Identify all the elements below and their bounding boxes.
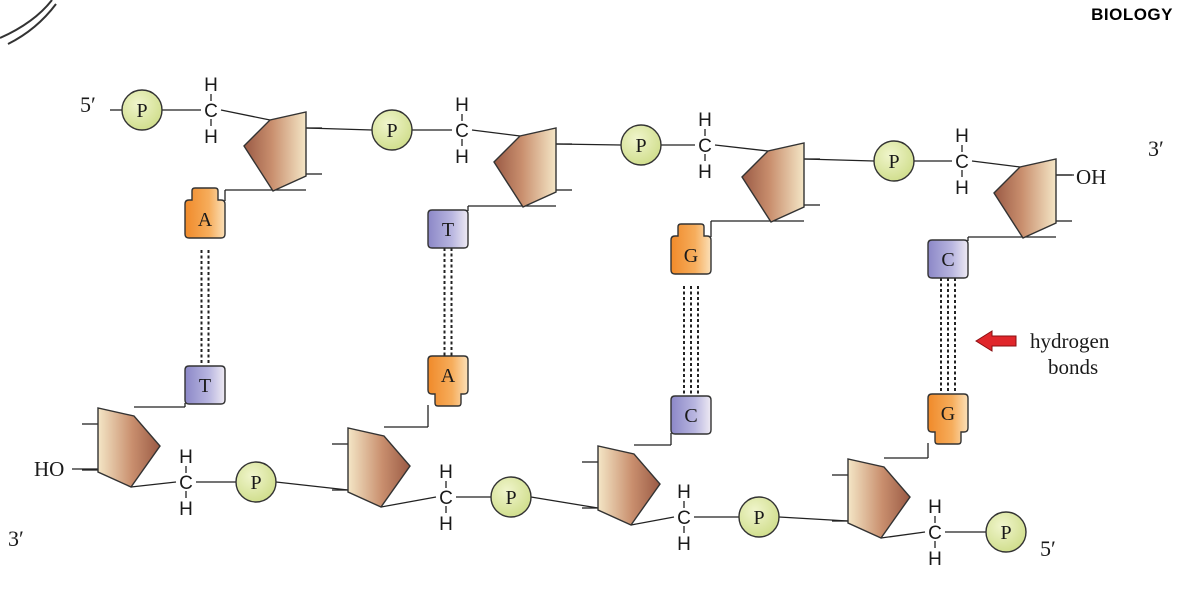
top-unit-3-phosphate-circle bbox=[620, 124, 662, 166]
bottom-unit-3-ch2-hydrogen-bottom: H bbox=[677, 534, 691, 555]
top-unit-3-c-sugar-bond bbox=[714, 144, 769, 152]
top-unit-1-c-sugar-bond bbox=[220, 109, 271, 121]
top-unit-2-sugar bbox=[493, 127, 557, 208]
top-unit-3-phosphate-label: P bbox=[635, 135, 646, 157]
ho-group-label: HO bbox=[34, 457, 64, 481]
base-pair-1-bottom-base-shape bbox=[184, 365, 226, 405]
base-pair-3-bottom-base-shape bbox=[670, 395, 712, 435]
bottom-unit-2-ch2-hydrogen-bottom: H bbox=[439, 514, 453, 535]
top-unit-1-phosphate-label: P bbox=[136, 100, 147, 122]
bottom-unit-2-ch2-carbon: C bbox=[439, 488, 453, 509]
top-unit-2-phosphate-circle bbox=[371, 109, 413, 151]
bottom-unit-1-ch2-hydrogen-bottom: H bbox=[179, 499, 193, 520]
top-unit-4-phosphate-label: P bbox=[888, 151, 899, 173]
backbones bbox=[72, 94, 1074, 548]
bottom-unit-1-ch2-hydrogen-top: H bbox=[179, 447, 193, 468]
top-unit-3-ch2-hydrogen-top: H bbox=[698, 110, 712, 131]
bottom-unit-2-sugar-c-bond bbox=[380, 496, 437, 508]
hydrogen-bonds-label-line2: bonds bbox=[1048, 355, 1098, 379]
bottom-unit-1-to-next-sugar bbox=[275, 481, 349, 491]
top-unit-4-ch2-carbon: C bbox=[955, 152, 969, 173]
top-unit-2-to-next-p bbox=[555, 143, 622, 146]
top-3-prime-label: 3′ bbox=[1148, 136, 1164, 161]
bottom-unit-4-ch2-hydrogen-top: H bbox=[928, 497, 942, 518]
top-unit-3-ch2-carbon: C bbox=[698, 136, 712, 157]
subject-header: BIOLOGY bbox=[1091, 5, 1173, 24]
top-unit-2-ch2-hydrogen-bottom: H bbox=[455, 147, 469, 168]
base-pair-3-top-base-letter: G bbox=[684, 245, 698, 267]
bottom-unit-2-sugar bbox=[347, 427, 411, 508]
corner-swirl-decoration bbox=[0, 0, 57, 45]
base-pair-2-top-base-letter: T bbox=[442, 219, 454, 241]
hydrogen-bonds-group bbox=[200, 248, 956, 396]
bottom-unit-1-ch2-carbon: C bbox=[179, 473, 193, 494]
top-unit-1-ch2-hydrogen-bottom: H bbox=[204, 127, 218, 148]
top-5-prime-label: 5′ bbox=[80, 92, 96, 117]
top-unit-3-ch2-hydrogen-bottom: H bbox=[698, 162, 712, 183]
bottom-unit-4-ch2-hydrogen-bottom: H bbox=[928, 549, 942, 570]
bottom-unit-3-sugar bbox=[597, 445, 661, 526]
bottom-unit-3-sugar-c-bond bbox=[630, 516, 675, 526]
top-unit-1-to-next-p bbox=[305, 127, 373, 131]
phosphates-group: P P P P P P P P bbox=[121, 89, 1027, 553]
top-unit-4-ch2-hydrogen-top: H bbox=[955, 126, 969, 147]
base-pair-1-top-base-shape bbox=[184, 187, 226, 239]
base-pair-4-top-base-letter: C bbox=[941, 249, 954, 271]
bottom-unit-3-ch2-carbon: C bbox=[677, 508, 691, 529]
base-pair-3-bottom-base-letter: C bbox=[684, 405, 697, 427]
bottom-unit-3-phosphate-label: P bbox=[753, 507, 764, 529]
base-pair-2-top-base-shape bbox=[427, 209, 469, 249]
bottom-unit-4-phosphate-label: P bbox=[1000, 522, 1011, 544]
bottom-unit-1-sugar bbox=[97, 407, 161, 488]
bottom-unit-1-phosphate-label: P bbox=[250, 472, 261, 494]
base-pair-4-bottom-base-letter: G bbox=[941, 403, 955, 425]
top-unit-3-sugar bbox=[741, 142, 805, 223]
top-unit-1-ch2-carbon: C bbox=[204, 101, 218, 122]
base-pair-2-bottom-base-shape bbox=[427, 355, 469, 407]
top-unit-4-c-sugar-bond bbox=[971, 160, 1021, 168]
bottom-unit-3-to-next-sugar bbox=[778, 516, 849, 522]
top-unit-2-phosphate-label: P bbox=[386, 120, 397, 142]
bottom-unit-1-phosphate-circle bbox=[235, 461, 277, 503]
bottom-unit-1-sugar-c-bond bbox=[130, 481, 177, 488]
bottom-unit-2-phosphate-label: P bbox=[505, 487, 516, 509]
top-unit-1-ch2-hydrogen-top: H bbox=[204, 75, 218, 96]
bottom-3-prime-label: 3′ bbox=[8, 526, 24, 551]
bottom-unit-4-sugar-c-bond bbox=[880, 531, 926, 539]
bottom-5-prime-label: 5′ bbox=[1040, 536, 1056, 561]
oh-group-label: OH bbox=[1076, 165, 1106, 189]
bottom-unit-2-to-next-sugar bbox=[530, 496, 599, 509]
bottom-unit-2-ch2-hydrogen-top: H bbox=[439, 462, 453, 483]
top-unit-2-ch2-carbon: C bbox=[455, 121, 469, 142]
base-pair-4-top-base-shape bbox=[927, 239, 969, 279]
base-pair-1-bottom-base-letter: T bbox=[199, 375, 211, 397]
top-unit-4-phosphate-circle bbox=[873, 140, 915, 182]
bottom-unit-4-ch2-carbon: C bbox=[928, 523, 942, 544]
hydrogen-bonds-arrow-icon bbox=[975, 330, 1017, 352]
top-unit-1-phosphate-circle bbox=[121, 89, 163, 131]
bottom-unit-3-phosphate-circle bbox=[738, 496, 780, 538]
base-pair-4-bottom-base-shape bbox=[927, 393, 969, 445]
top-unit-1-sugar bbox=[243, 111, 307, 192]
bottom-unit-4-sugar bbox=[847, 458, 911, 539]
top-unit-2-ch2-hydrogen-top: H bbox=[455, 95, 469, 116]
top-unit-2-c-sugar-bond bbox=[471, 129, 521, 137]
hydrogen-bonds-label-line1: hydrogen bbox=[1030, 329, 1110, 353]
sugars-group bbox=[97, 111, 1057, 539]
top-unit-4-sugar bbox=[993, 158, 1057, 239]
base-pair-2-bottom-base-letter: A bbox=[441, 365, 456, 387]
bases-group: A T T A G C C G bbox=[184, 187, 969, 445]
bottom-unit-2-phosphate-circle bbox=[490, 476, 532, 518]
base-pair-3-top-base-shape bbox=[670, 223, 712, 275]
top-unit-4-ch2-hydrogen-bottom: H bbox=[955, 178, 969, 199]
top-unit-3-to-next-p bbox=[803, 158, 875, 162]
base-pair-1-top-base-letter: A bbox=[198, 209, 213, 231]
bottom-unit-4-phosphate-circle bbox=[985, 511, 1027, 553]
bottom-unit-3-ch2-hydrogen-top: H bbox=[677, 482, 691, 503]
